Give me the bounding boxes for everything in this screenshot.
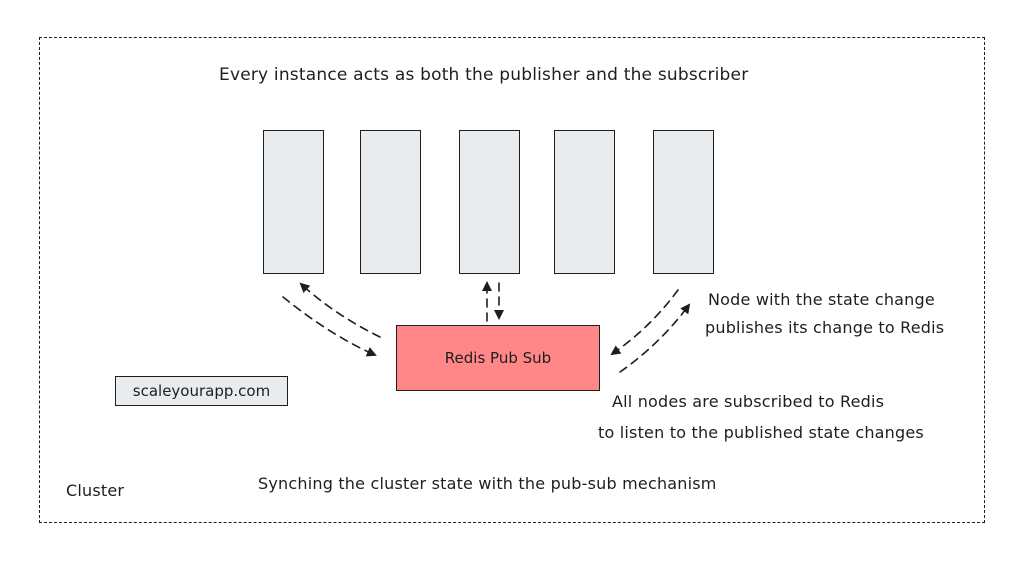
instance-box-4 (554, 130, 615, 274)
instance-box-1 (263, 130, 324, 274)
instance-box-2 (360, 130, 421, 274)
note-publish-line-2: publishes its change to Redis (705, 318, 945, 337)
note-subscribe-line-2: to listen to the published state changes (598, 423, 924, 442)
instance-box-3 (459, 130, 520, 274)
redis-label: Redis Pub Sub (444, 349, 552, 367)
website-badge: scaleyourapp.com (115, 376, 288, 406)
arrow-left-from-redis (299, 282, 381, 338)
instance-box-5 (653, 130, 714, 274)
note-publish-line-1: Node with the state change (708, 290, 935, 309)
cluster-label: Cluster (66, 481, 125, 500)
arrow-left-to-redis (282, 296, 377, 357)
website-label: scaleyourapp.com (132, 382, 271, 400)
redis-pubsub-box: Redis Pub Sub (396, 325, 600, 391)
diagram-footer: Synching the cluster state with the pub-… (258, 474, 717, 493)
arrow-right-from-redis (619, 303, 691, 373)
arrow-right-to-redis (610, 289, 679, 356)
note-subscribe-line-1: All nodes are subscribed to Redis (612, 392, 885, 411)
diagram-title: Every instance acts as both the publishe… (219, 65, 749, 85)
cluster-boundary (39, 37, 985, 523)
